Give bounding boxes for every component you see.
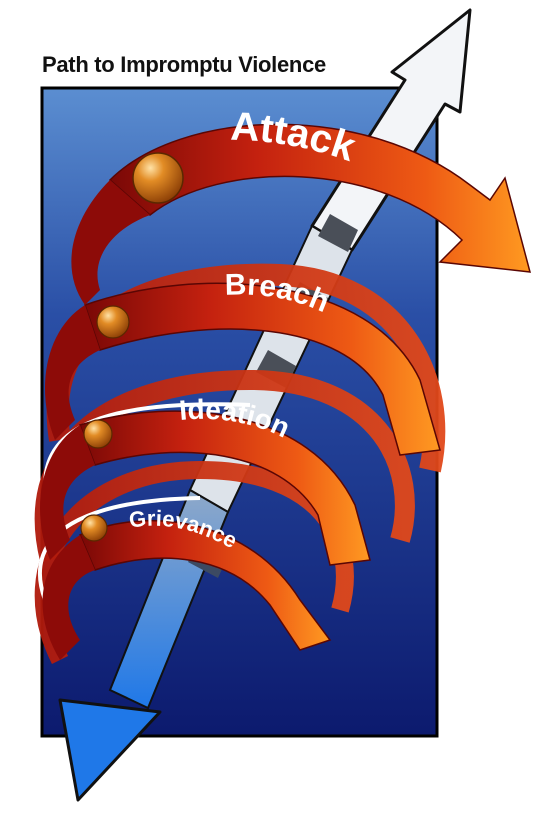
bead-icon bbox=[84, 420, 112, 448]
bead-icon bbox=[133, 153, 183, 203]
bead-icon bbox=[97, 306, 129, 338]
diagram-title: Path to Impromptu Violence bbox=[42, 52, 326, 78]
bead-icon bbox=[81, 515, 107, 541]
